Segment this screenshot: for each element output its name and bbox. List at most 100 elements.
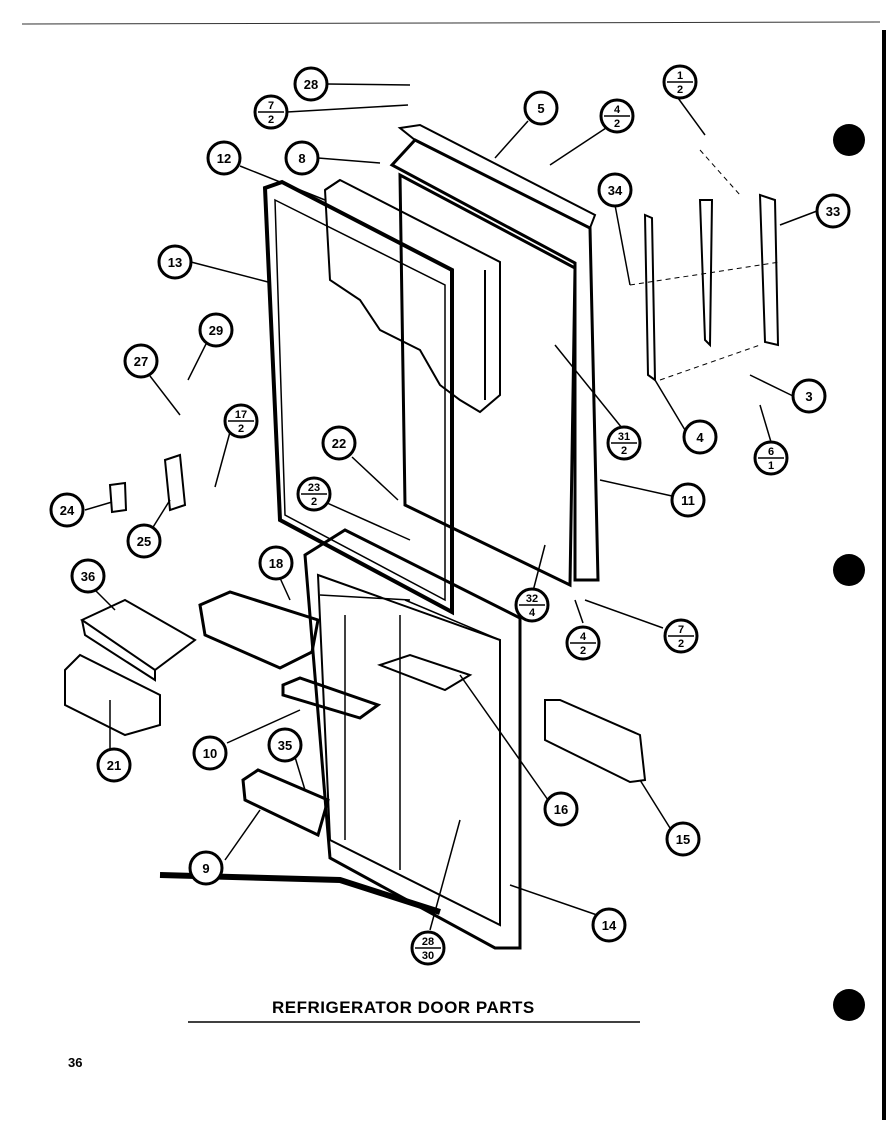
binder-hole xyxy=(833,124,865,156)
callout-14: 14 xyxy=(591,907,627,943)
svg-text:30: 30 xyxy=(422,950,434,962)
svg-text:2: 2 xyxy=(311,496,317,508)
svg-text:2: 2 xyxy=(614,118,620,130)
leader-lines xyxy=(84,83,818,931)
svg-text:22: 22 xyxy=(332,436,346,451)
svg-text:5: 5 xyxy=(537,101,544,116)
callout-15: 15 xyxy=(665,821,701,857)
page-edge-top xyxy=(21,21,881,25)
svg-text:36: 36 xyxy=(81,569,95,584)
door-top-trim xyxy=(397,123,597,230)
shelf-bin-18 xyxy=(198,590,320,670)
svg-text:29: 29 xyxy=(209,323,223,338)
callout-28-top: 28 xyxy=(293,66,329,102)
svg-text:8: 8 xyxy=(298,151,305,166)
svg-text:2: 2 xyxy=(677,84,683,96)
svg-text:31: 31 xyxy=(618,431,630,443)
callout-21: 21 xyxy=(96,747,132,783)
callout-16: 16 xyxy=(543,791,579,827)
callout-4: 4 xyxy=(682,419,718,455)
diagram-title: REFRIGERATOR DOOR PARTS xyxy=(272,998,535,1017)
butter-bin-36 xyxy=(79,598,197,682)
svg-text:1: 1 xyxy=(768,460,774,472)
callout-32-4: 324 xyxy=(514,587,550,623)
inner-liner xyxy=(303,528,522,950)
callout-27: 27 xyxy=(123,343,159,379)
svg-text:35: 35 xyxy=(278,738,292,753)
callout-35: 35 xyxy=(267,727,303,763)
svg-text:13: 13 xyxy=(168,255,182,270)
insulation-edge xyxy=(324,179,486,400)
callout-8: 8 xyxy=(284,140,320,176)
hinge-plate xyxy=(698,193,780,348)
callout-11: 11 xyxy=(670,482,706,518)
callouts: 28 5 12 8 34 33 13 29 27 3 4 22 11 24 25… xyxy=(49,66,851,943)
svg-text:28: 28 xyxy=(422,936,434,948)
svg-text:4: 4 xyxy=(614,104,621,116)
svg-text:23: 23 xyxy=(308,482,320,494)
callout-22: 22 xyxy=(321,425,357,461)
svg-text:33: 33 xyxy=(826,204,840,219)
callout-36: 36 xyxy=(70,558,106,594)
svg-text:11: 11 xyxy=(681,493,695,508)
callout-4-2-top: 42 xyxy=(599,98,635,134)
callout-25: 25 xyxy=(126,523,162,559)
svg-text:12: 12 xyxy=(217,151,231,166)
callout-7-2-bot: 72 xyxy=(663,618,699,654)
svg-text:7: 7 xyxy=(268,100,274,112)
callout-24: 24 xyxy=(49,492,85,528)
door-gasket-inner xyxy=(274,198,446,602)
svg-text:15: 15 xyxy=(676,832,690,847)
callout-18: 18 xyxy=(258,545,294,581)
svg-text:16: 16 xyxy=(554,802,568,817)
svg-text:21: 21 xyxy=(107,758,121,773)
binder-hole xyxy=(833,554,865,586)
svg-text:2: 2 xyxy=(268,114,274,126)
svg-text:1: 1 xyxy=(677,70,683,82)
callout-7-2-top: 72 xyxy=(253,94,289,130)
svg-text:27: 27 xyxy=(134,354,148,369)
callout-13: 13 xyxy=(157,244,193,280)
callout-6-1: 61 xyxy=(753,440,789,476)
svg-text:34: 34 xyxy=(608,183,623,198)
callout-23-2: 232 xyxy=(296,476,332,512)
svg-text:18: 18 xyxy=(269,556,283,571)
svg-text:2: 2 xyxy=(621,445,627,457)
door-gasket xyxy=(262,179,454,616)
inner-liner-frame xyxy=(316,573,501,927)
svg-text:32: 32 xyxy=(526,593,538,605)
bracket-25 xyxy=(163,453,187,512)
dairy-bin-21 xyxy=(64,653,161,737)
callout-4-2-bot: 42 xyxy=(565,625,601,661)
callout-12: 12 xyxy=(206,140,242,176)
callout-3: 3 xyxy=(791,378,827,414)
callout-34: 34 xyxy=(597,172,633,208)
hinge-bar xyxy=(643,213,657,382)
binder-hole xyxy=(833,989,865,1021)
svg-text:9: 9 xyxy=(202,861,209,876)
bracket-24 xyxy=(108,481,128,514)
door-outer-panel-inner xyxy=(398,172,577,588)
svg-text:10: 10 xyxy=(203,746,217,761)
shelf-10 xyxy=(281,676,382,720)
svg-text:2: 2 xyxy=(580,645,586,657)
svg-text:4: 4 xyxy=(580,631,587,643)
callout-10: 10 xyxy=(192,735,228,771)
callout-9: 9 xyxy=(188,850,224,886)
svg-text:24: 24 xyxy=(60,503,75,518)
svg-text:14: 14 xyxy=(602,918,617,933)
callout-17-2: 172 xyxy=(223,403,259,439)
svg-text:7: 7 xyxy=(678,624,684,636)
callout-33: 33 xyxy=(815,193,851,229)
svg-text:2: 2 xyxy=(678,638,684,650)
svg-text:28: 28 xyxy=(304,77,318,92)
shelf-9 xyxy=(241,768,330,838)
svg-text:3: 3 xyxy=(805,389,812,404)
callout-31-2: 312 xyxy=(606,425,642,461)
tray-16 xyxy=(377,653,473,692)
hinge-dash-lines xyxy=(629,149,781,381)
svg-text:17: 17 xyxy=(235,409,247,421)
